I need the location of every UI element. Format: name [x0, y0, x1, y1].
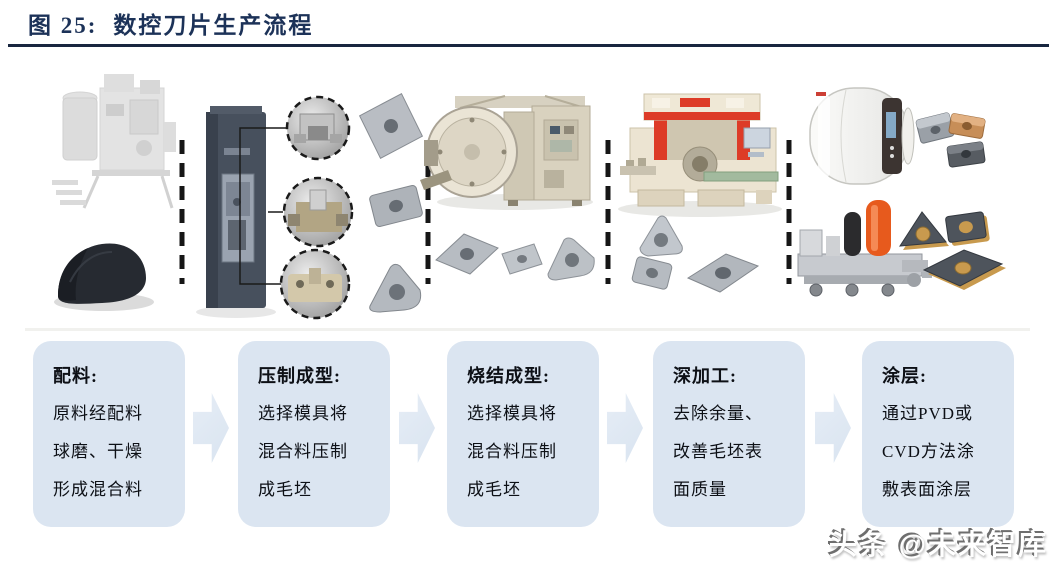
photo-strip-svg — [25, 74, 1030, 331]
step-line: 混合料压制 — [467, 442, 557, 461]
flow-arrow-icon — [399, 393, 435, 463]
watermark: 头条 @未来智库 — [828, 529, 1048, 560]
step-line: 成毛坯 — [258, 480, 312, 499]
step-box-ingredients: 配料: 原料经配料 球磨、干燥 形成混合料 — [33, 341, 185, 527]
title-underline — [8, 44, 1049, 47]
figure-header: 图 25: 数控刀片生产流程 — [28, 6, 313, 40]
callout-bracket-lines — [239, 127, 302, 285]
step-line: 形成混合料 — [53, 480, 143, 499]
step-heading: 压制成型: — [258, 366, 341, 386]
flow-arrow-icon — [193, 393, 229, 463]
step-line: 面质量 — [673, 480, 727, 499]
step-line: 混合料压制 — [258, 442, 348, 461]
flow-arrow-icon — [607, 393, 643, 463]
step-heading: 涂层: — [882, 366, 927, 386]
pressed-insert-blanks — [358, 92, 424, 313]
flow-arrow-icon — [815, 393, 851, 463]
photo-strip-baseline — [25, 328, 1030, 331]
step-line: 敷表面涂层 — [882, 480, 972, 499]
step-line: 选择模具将 — [258, 404, 348, 423]
step-line: 选择模具将 — [467, 404, 557, 423]
step-box-sintering: 烧结成型: 选择模具将 混合料压制 成毛坯 — [447, 341, 599, 527]
coating-line-photo — [797, 200, 932, 297]
step-box-pressing: 压制成型: 选择模具将 混合料压制 成毛坯 — [238, 341, 390, 527]
step-heading: 深加工: — [673, 366, 737, 386]
mixing-equipment-photo — [52, 74, 176, 209]
step-line: 原料经配料 — [53, 404, 143, 423]
step-heading: 烧结成型: — [467, 366, 550, 386]
step-line: 改善毛坯表 — [673, 442, 763, 461]
gold-coated-inserts — [899, 211, 1006, 290]
coated-inserts-samples — [915, 112, 986, 168]
figure-label: 图 25: — [28, 13, 98, 38]
ground-finished-inserts — [631, 215, 760, 293]
sintering-furnace-photo — [420, 95, 593, 210]
step-line: CVD方法涂 — [882, 442, 975, 461]
carbide-powder-pile — [54, 243, 154, 311]
grinding-machine-photo — [618, 93, 782, 217]
sintered-insert-blanks — [435, 233, 595, 281]
step-box-coating: 涂层: 通过PVD或 CVD方法涂 敷表面涂层 — [862, 341, 1014, 527]
die-callout-circles — [279, 95, 354, 320]
step-line: 球磨、干燥 — [53, 442, 143, 461]
step-line: 成毛坯 — [467, 480, 521, 499]
step-line: 去除余量、 — [673, 404, 763, 423]
figure-title: 数控刀片生产流程 — [113, 13, 314, 38]
step-heading: 配料: — [53, 366, 98, 386]
pressing-machine-photo — [196, 106, 276, 318]
step-box-deep-processing: 深加工: 去除余量、 改善毛坯表 面质量 — [653, 341, 805, 527]
step-line: 通过PVD或 — [882, 404, 974, 423]
photo-strip — [0, 62, 1057, 332]
coating-chamber-photo — [809, 87, 915, 185]
